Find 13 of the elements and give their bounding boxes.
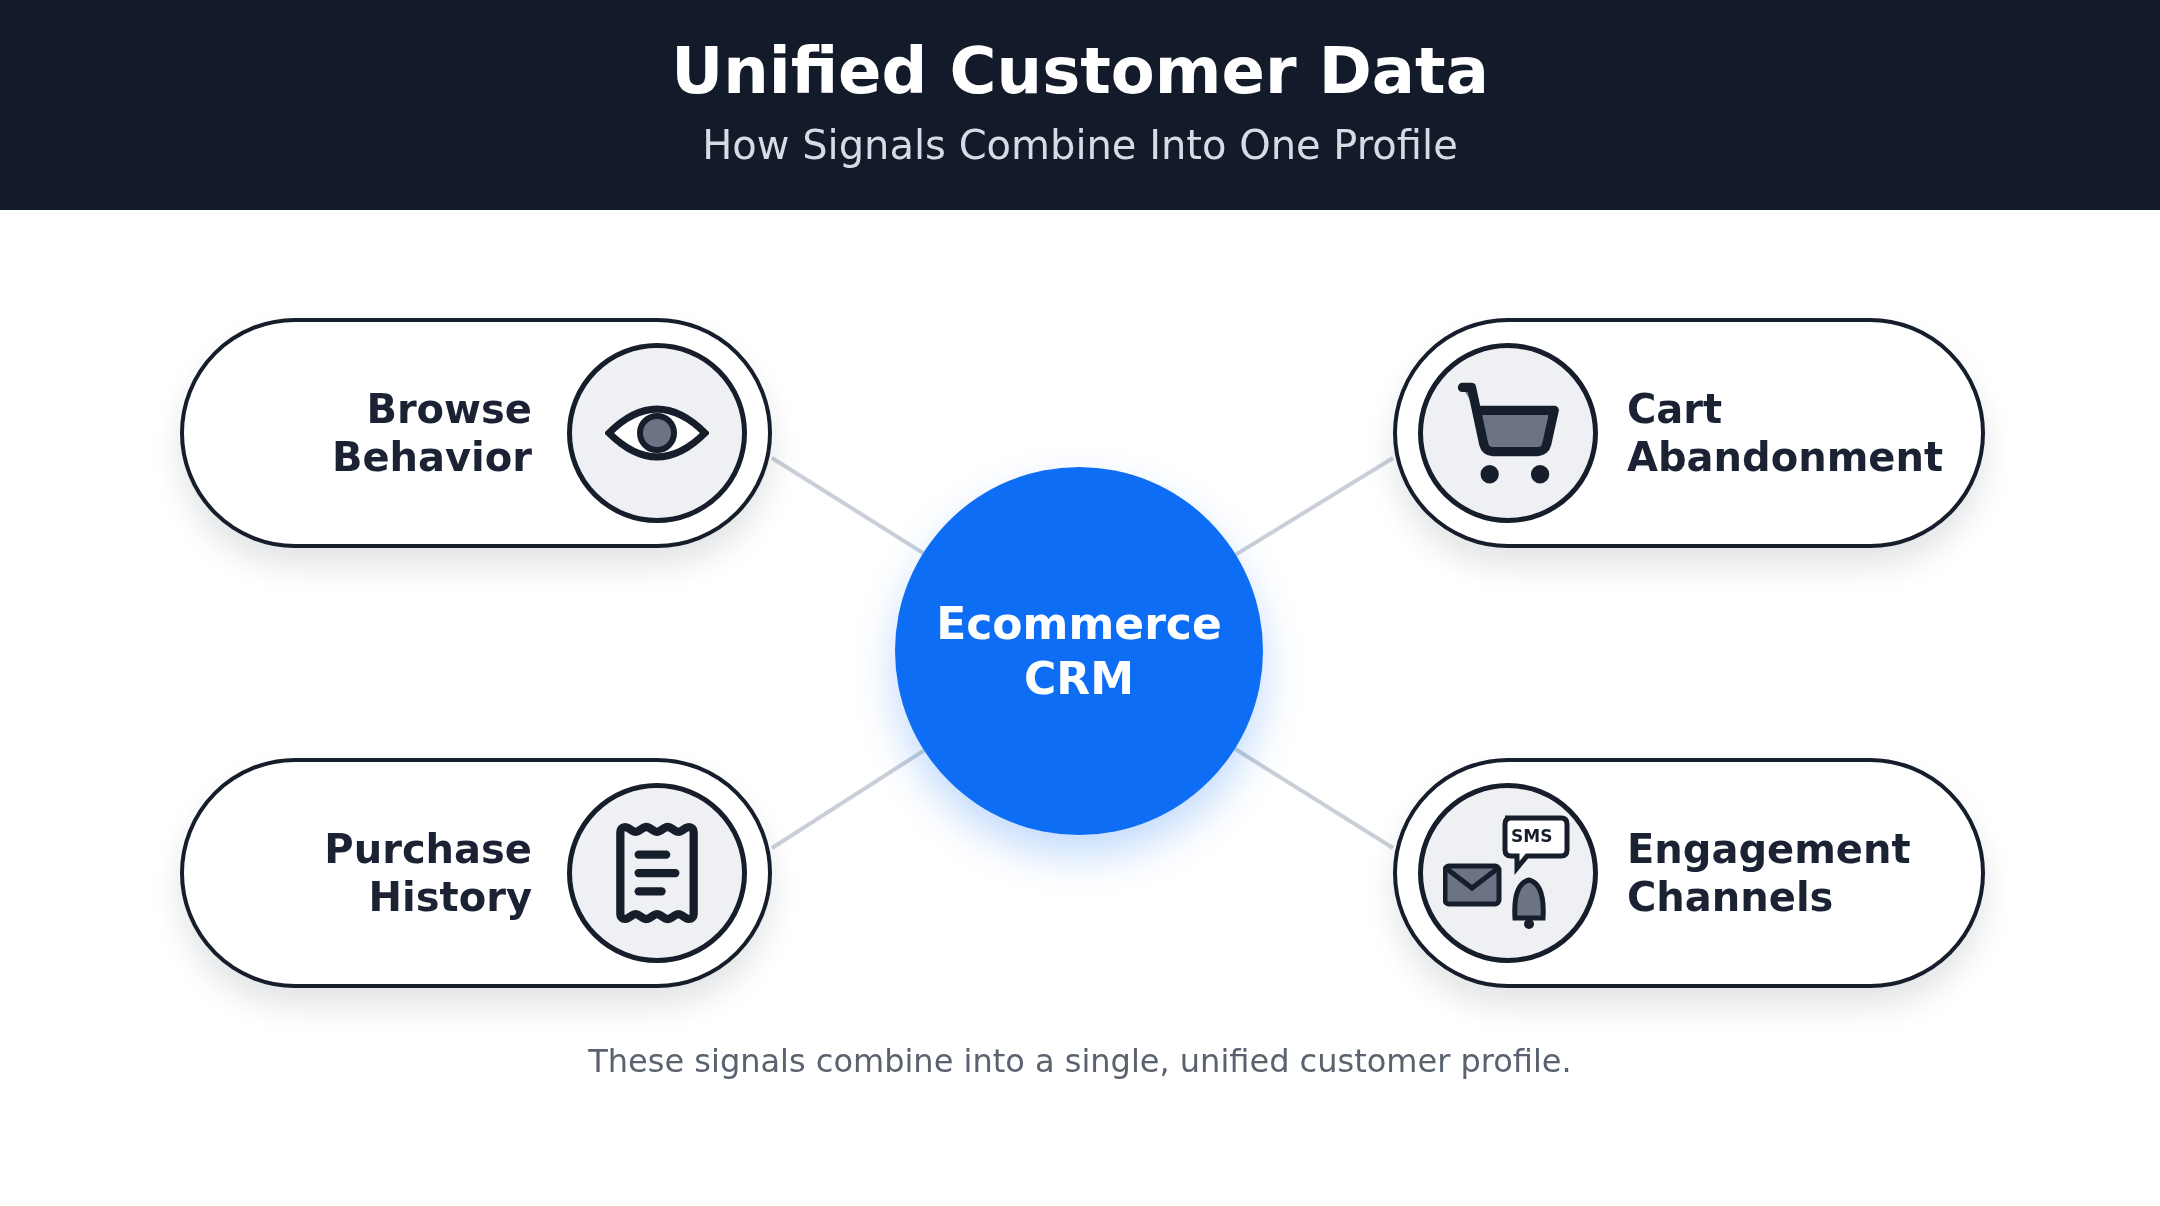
- connector-line: [770, 748, 926, 850]
- connector-line: [1233, 747, 1395, 850]
- title: Unified Customer Data: [670, 34, 1490, 108]
- subtitle: How Signals Combine Into One Profile: [701, 122, 1459, 168]
- signal-label: Cart Abandonment: [1627, 385, 1945, 482]
- signal-label: Browse Behavior: [330, 385, 532, 482]
- caption: These signals combine into a single, unified customer profile.: [587, 1042, 1573, 1080]
- sms-label: SMS: [1511, 826, 1553, 846]
- hub-label: Ecommerce CRM: [935, 597, 1223, 706]
- signal-label: Purchase History: [323, 825, 532, 922]
- connector-line: [770, 456, 925, 555]
- signal-label: Engagement Channels: [1627, 825, 1912, 922]
- connector-line: [1234, 456, 1395, 557]
